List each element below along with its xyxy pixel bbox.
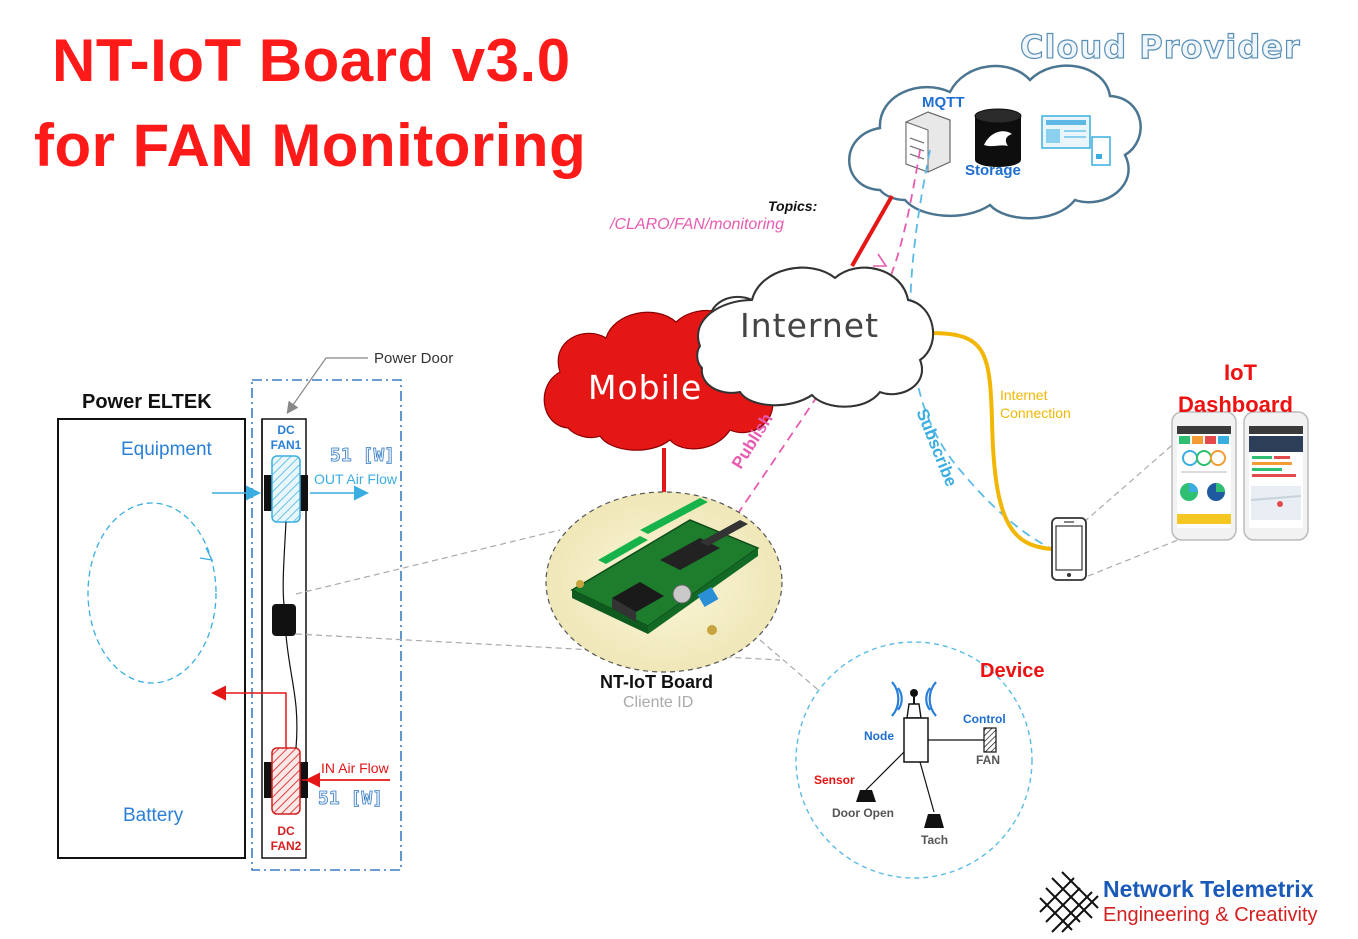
web-app-icon — [1041, 115, 1111, 166]
sensor-label: Sensor — [814, 773, 855, 787]
fan1-body — [271, 455, 301, 523]
fan-control-icon — [983, 727, 997, 753]
in-air-flow-label: IN Air Flow — [321, 760, 389, 776]
network-telemetrix-logo — [1039, 871, 1099, 933]
sensor-module — [272, 604, 296, 636]
node-label: Node — [864, 729, 894, 743]
control-label: Control — [963, 712, 1006, 726]
pcb-board-icon — [570, 498, 760, 635]
title-line-1: NT-IoT Board v3.0 — [52, 27, 571, 94]
fan2-label-line-1: DC — [277, 824, 295, 838]
cloud-provider-title: Cloud Provider — [1019, 27, 1301, 66]
power-door-outline — [251, 379, 402, 871]
battery-label: Battery — [123, 805, 184, 826]
topics-label: Topics: — [768, 198, 818, 214]
iot-dashboard-line-1: IoT — [1224, 360, 1257, 385]
power-door-label: Power Door — [374, 350, 454, 367]
dashboard-phone-left-icon — [1171, 411, 1237, 541]
storage-label: Storage — [965, 162, 1021, 179]
door-open-sensor-icon — [856, 790, 876, 802]
air-circulation — [87, 502, 217, 684]
fan-label: FAN — [976, 753, 1000, 767]
fan1-label: DC FAN1 — [270, 423, 302, 453]
equipment-label: Equipment — [121, 439, 212, 460]
fan1-label-line-1: DC — [277, 423, 295, 437]
node-antenna-icon — [891, 681, 937, 719]
internet-connection-label: Internet Connection — [1000, 387, 1071, 421]
tach-label: Tach — [921, 833, 949, 847]
door-open-label: Door Open — [832, 806, 894, 820]
mqtt-server-icon — [905, 111, 951, 173]
board-client-id: Cliente ID — [623, 694, 694, 711]
mqtt-label: MQTT — [922, 94, 965, 111]
tach-sensor-icon — [924, 814, 944, 828]
company-name: Network Telemetrix — [1103, 876, 1314, 902]
node-box — [903, 717, 929, 763]
internet-connection-path — [929, 331, 1053, 551]
mobile-label: Mobile — [588, 368, 703, 407]
storage-database-icon — [974, 108, 1022, 167]
title-line-2: for FAN Monitoring — [34, 112, 587, 179]
fan1-power-label: 51 [W] — [330, 445, 396, 467]
device-heading: Device — [980, 660, 1045, 682]
fan1-label-line-2: FAN1 — [270, 438, 302, 452]
internet-label: Internet — [740, 306, 880, 345]
out-air-flow-label: OUT Air Flow — [314, 471, 397, 487]
internet-cloud-link — [850, 195, 894, 267]
fan2-label-line-2: FAN2 — [270, 839, 302, 853]
topics-value: /CLARO/FAN/monitoring — [610, 216, 784, 233]
iot-dashboard-line-2: Dashboard — [1178, 392, 1293, 417]
smartphone-icon — [1051, 517, 1087, 581]
fan2-power-label: 51 [W] — [318, 788, 384, 810]
power-cabinet — [57, 418, 246, 859]
company-tagline: Engineering & Creativity — [1103, 904, 1318, 926]
dashboard-phone-right-icon — [1243, 411, 1309, 541]
board-name: NT-IoT Board — [600, 672, 713, 692]
power-eltek-heading: Power ELTEK — [82, 391, 212, 413]
fan2-label: DC FAN2 — [270, 824, 302, 854]
fan2-body — [271, 747, 301, 815]
subscribe-path — [909, 149, 1051, 549]
